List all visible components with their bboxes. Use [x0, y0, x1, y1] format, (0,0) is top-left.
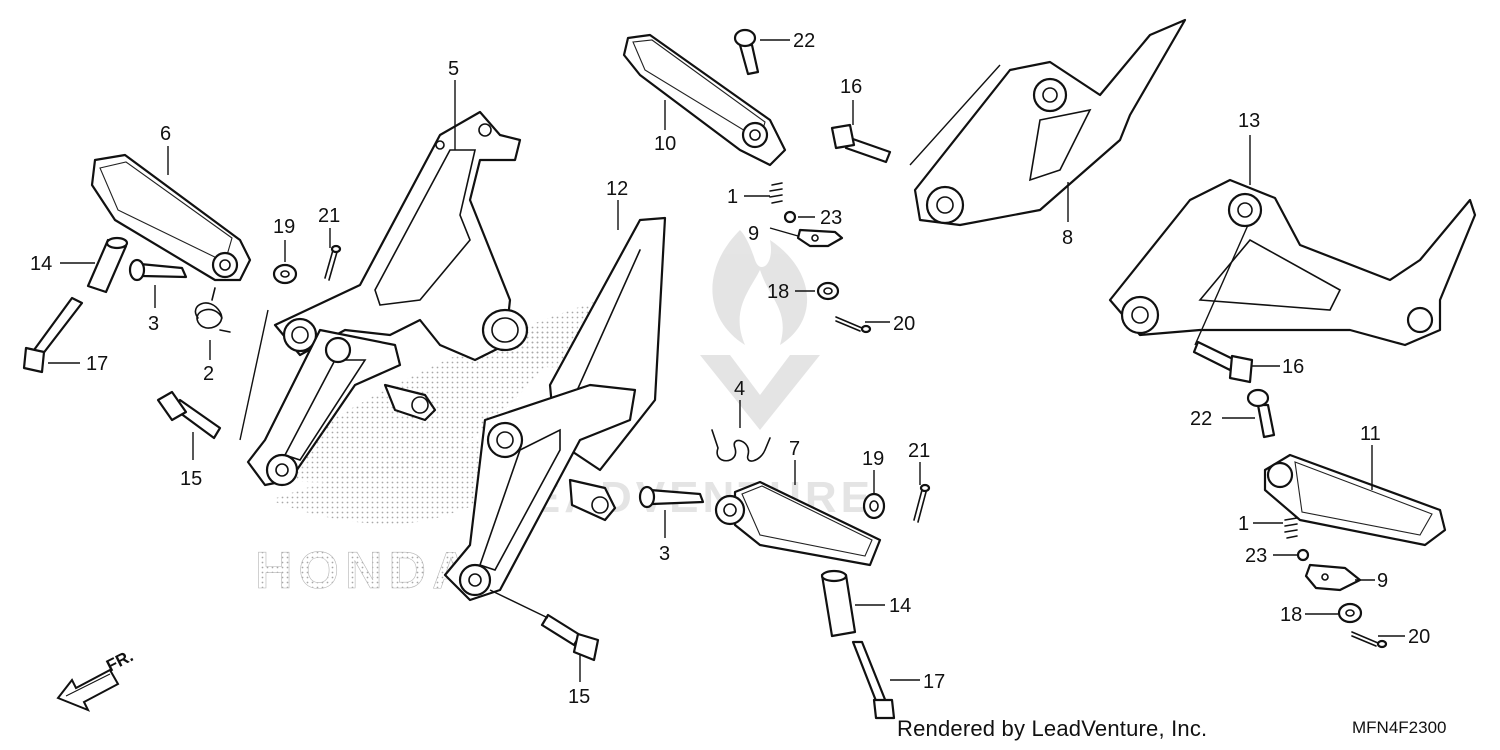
center-lower-arm [443, 383, 637, 602]
part-21-cotter-pin-center [913, 483, 931, 523]
part-9-plate [796, 228, 844, 248]
part-22-pin [733, 28, 760, 76]
callout-6: 6 [160, 123, 171, 145]
part-17-bolt-center [851, 640, 896, 720]
callout-9-right: 9 [1377, 570, 1388, 592]
part-6-footpeg [90, 153, 252, 282]
part-10-footpeg [622, 33, 787, 167]
part-2-spring [194, 287, 231, 333]
callout-14: 14 [30, 253, 52, 275]
part-18-nut-right [1337, 602, 1363, 624]
callout-17-center: 17 [923, 671, 945, 693]
callout-8: 8 [1062, 227, 1073, 249]
callout-16-lower: 16 [1282, 356, 1304, 378]
part-3-pin-center [638, 485, 705, 509]
callout-3: 3 [148, 313, 159, 335]
callout-23-right: 23 [1245, 545, 1267, 567]
part-19-washer-center [862, 492, 886, 520]
callout-18: 18 [767, 281, 789, 303]
callout-23: 23 [820, 207, 842, 229]
callout-21-center: 21 [908, 440, 930, 462]
front-direction-arrow: FR. [56, 646, 136, 712]
callout-1: 1 [727, 186, 738, 208]
callout-19-center: 19 [862, 448, 884, 470]
part-18-nut [816, 281, 840, 301]
callout-14-center: 14 [889, 595, 911, 617]
diagram-code: MFN4F2300 [1352, 718, 1447, 737]
callout-12: 12 [606, 178, 628, 200]
part-5-bracket [273, 110, 529, 362]
part-16-bolt [830, 123, 892, 164]
part-1-spring-right [1284, 517, 1298, 539]
callout-17: 17 [86, 353, 108, 375]
part-16-bolt-lower [1192, 340, 1254, 384]
part-23-ball [783, 210, 797, 224]
part-19-washer [272, 263, 298, 285]
render-credit: Rendered by LeadVenture, Inc. [897, 716, 1208, 741]
part-14-sleeve-center [820, 569, 857, 638]
callout-19: 19 [273, 216, 295, 238]
part-22-pin-right [1246, 388, 1276, 439]
part-11-footpeg [1263, 453, 1447, 547]
callout-18-right: 18 [1280, 604, 1302, 626]
callout-11: 11 [1360, 423, 1381, 445]
callout-15: 15 [180, 468, 202, 490]
part-15-bolt [156, 390, 222, 440]
callout-1-right: 1 [1238, 513, 1249, 535]
part-20-cotter-pin-right [1351, 631, 1388, 649]
honda-text-watermark: HONDA [255, 542, 476, 600]
callout-20: 20 [893, 313, 915, 335]
callout-21: 21 [318, 205, 340, 227]
part-21-cotter-pin [324, 244, 342, 281]
leader-lines [48, 39, 1405, 682]
part-23-ball-right [1296, 548, 1310, 562]
callout-22-right: 22 [1190, 408, 1212, 430]
part-3-pin [128, 258, 188, 282]
part-1-spring [769, 182, 783, 204]
callout-20-right: 20 [1408, 626, 1430, 648]
part-5-lower-arm [246, 328, 437, 487]
callout-labels: 5 6 14 17 3 2 19 21 15 12 15 22 10 1 23 … [30, 30, 1430, 708]
callout-10: 10 [654, 133, 676, 155]
callout-22: 22 [793, 30, 815, 52]
arrow-icon [56, 668, 120, 712]
callout-4: 4 [734, 378, 745, 400]
callout-9: 9 [748, 223, 759, 245]
callout-5: 5 [448, 58, 459, 80]
callout-16: 16 [840, 76, 862, 98]
part-14-sleeve [86, 236, 129, 294]
callout-7: 7 [789, 438, 800, 460]
callout-3-center: 3 [659, 543, 670, 565]
part-8-bracket [913, 18, 1187, 227]
callout-13: 13 [1238, 110, 1260, 132]
part-20-cotter-pin [835, 316, 872, 334]
part-9-plate-right [1304, 563, 1362, 592]
part-7-footpeg [714, 480, 882, 567]
part-13-bracket [1108, 178, 1477, 347]
part-17-bolt [22, 296, 84, 374]
part-4-spring [711, 429, 771, 462]
callout-2: 2 [203, 363, 214, 385]
callout-15-center: 15 [568, 686, 590, 708]
part-15-bolt-center [540, 613, 600, 662]
